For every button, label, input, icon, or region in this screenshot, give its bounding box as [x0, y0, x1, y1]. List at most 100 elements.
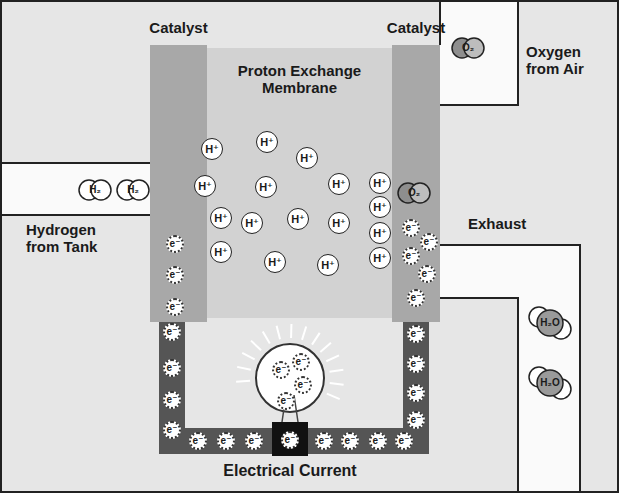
- particle-symbol: H⁺: [291, 214, 305, 225]
- particle-symbol: H⁺: [321, 260, 335, 271]
- hydrogen-molecule: H₂: [116, 179, 150, 201]
- electron: e⁻: [369, 432, 387, 450]
- particle-symbol: H⁺: [198, 181, 212, 192]
- electron: e⁻: [277, 392, 295, 410]
- light-bulb: [256, 344, 324, 412]
- particle-symbol: H⁺: [373, 228, 387, 239]
- light-ray: [326, 355, 339, 361]
- atom: [537, 310, 563, 336]
- electron: e⁻: [163, 359, 181, 377]
- proton-ion: H⁺: [287, 208, 309, 230]
- particle-symbol: e⁻: [167, 363, 178, 373]
- particle-symbol: H⁺: [332, 179, 346, 190]
- particle-symbol: e⁻: [319, 436, 330, 446]
- proton-ion: H⁺: [241, 212, 263, 234]
- particle-symbol: e⁻: [285, 435, 296, 445]
- particle-symbol: e⁻: [170, 302, 181, 312]
- membrane-region: H⁺H⁺H⁺H⁺H⁺H⁺H⁺H⁺H⁺H⁺H⁺H⁺H⁺H⁺H⁺H⁺H⁺Proton…: [207, 48, 392, 318]
- electron: e⁻: [166, 266, 184, 284]
- light-ray: [330, 370, 344, 372]
- electron: e⁻: [407, 355, 425, 373]
- part-heading: Catalyst: [149, 19, 207, 36]
- particle-symbol: e⁻: [193, 436, 204, 446]
- water-molecule: H₂O: [528, 305, 572, 341]
- particle-symbol: H⁺: [245, 218, 259, 229]
- proton-ion: H⁺: [328, 212, 350, 234]
- electron: e⁻: [418, 265, 436, 283]
- particle-symbol: H₂O: [540, 378, 559, 388]
- particle-symbol: e⁻: [373, 436, 384, 446]
- electron: e⁻: [292, 353, 310, 371]
- electron: e⁻: [407, 411, 425, 429]
- part-heading: Catalyst: [387, 19, 445, 36]
- label: Hydrogen from Tank: [26, 222, 126, 256]
- electron: e⁻: [420, 233, 438, 251]
- light-ray: [290, 324, 292, 338]
- electron: e⁻: [402, 219, 420, 237]
- particle-symbol: e⁻: [411, 415, 422, 425]
- particle-symbol: H⁺: [300, 153, 314, 164]
- label: Electrical Current: [190, 462, 390, 480]
- bulb-base: [272, 422, 308, 456]
- electron: e⁻: [163, 391, 181, 409]
- particle-symbol: e⁻: [406, 251, 417, 261]
- particle-symbol: e⁻: [221, 436, 232, 446]
- particle-symbol: H⁺: [373, 202, 387, 213]
- particle-symbol: H⁺: [260, 137, 274, 148]
- exhaust-wall: [440, 245, 580, 493]
- electron: e⁻: [163, 421, 181, 439]
- particle-symbol: H⁺: [214, 247, 228, 258]
- electron: e⁻: [166, 298, 184, 316]
- light-ray: [251, 341, 261, 351]
- proton-ion: H⁺: [201, 138, 223, 160]
- particle-symbol: e⁻: [411, 329, 422, 339]
- particle-symbol: O₂: [462, 43, 474, 53]
- light-ray: [277, 326, 280, 340]
- electron: e⁻: [407, 289, 425, 307]
- light-ray: [236, 380, 250, 383]
- oxygen-molecule: O₂: [397, 182, 431, 204]
- proton-ion: H⁺: [255, 176, 277, 198]
- particle-symbol: H₂: [89, 185, 101, 195]
- particle-symbol: H⁺: [205, 144, 219, 155]
- proton-ion: H⁺: [296, 147, 318, 169]
- particle-symbol: e⁻: [399, 436, 410, 446]
- particle-symbol: H⁺: [259, 182, 273, 193]
- electron: e⁻: [407, 384, 425, 402]
- particle-symbol: H₂: [127, 185, 139, 195]
- particle-symbol: e⁻: [298, 380, 309, 390]
- particle-symbol: e⁻: [167, 425, 178, 435]
- particle-symbol: e⁻: [424, 237, 435, 247]
- proton-ion: H⁺: [369, 247, 391, 269]
- light-ray: [330, 383, 344, 385]
- electron: e⁻: [217, 432, 235, 450]
- inlet-wall: [0, 163, 150, 215]
- electron: e⁻: [395, 432, 413, 450]
- catalyst-layer: O₂e⁻e⁻e⁻e⁻e⁻Catalyst: [392, 45, 440, 322]
- particle-symbol: e⁻: [422, 269, 433, 279]
- proton-ion: H⁺: [264, 251, 286, 273]
- particle-symbol: e⁻: [406, 223, 417, 233]
- hydrogen-inlet: [0, 163, 150, 215]
- electron: e⁻: [163, 323, 181, 341]
- electron: e⁻: [189, 432, 207, 450]
- label: Exhaust: [468, 216, 558, 233]
- particle-symbol: H₂O: [540, 318, 559, 328]
- light-ray: [237, 367, 251, 370]
- particle-symbol: e⁻: [249, 436, 260, 446]
- proton-ion: H⁺: [369, 172, 391, 194]
- electron: e⁻: [166, 235, 184, 253]
- particle-symbol: e⁻: [345, 436, 356, 446]
- electron: e⁻: [341, 432, 359, 450]
- part-name: Proton Exchange Membrane: [213, 62, 386, 97]
- electron: e⁻: [294, 376, 312, 394]
- electron: e⁻: [245, 432, 263, 450]
- proton-ion: H⁺: [256, 131, 278, 153]
- particle-symbol: e⁻: [167, 327, 178, 337]
- particle-symbol: e⁻: [411, 293, 422, 303]
- channel-wall: [440, 0, 518, 105]
- proton-ion: H⁺: [194, 175, 216, 197]
- exhaust-channel: [440, 245, 580, 493]
- proton-ion: H⁺: [369, 196, 391, 218]
